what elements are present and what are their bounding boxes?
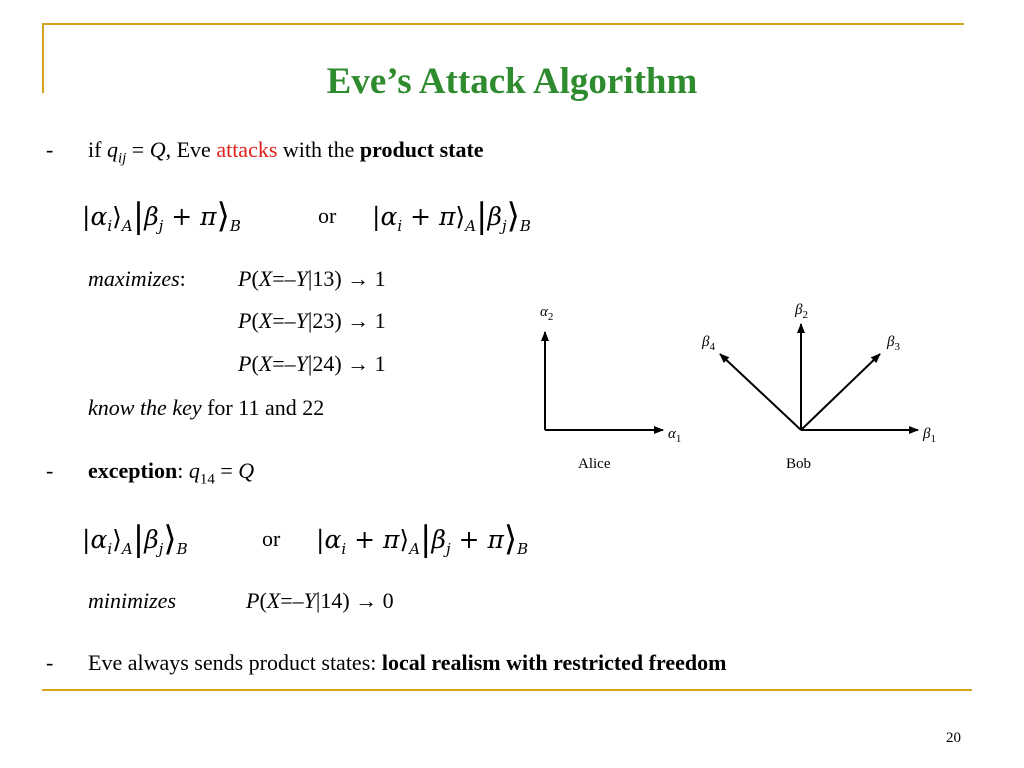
- bullet1-dash: -: [46, 137, 54, 162]
- bullet2-dash: -: [46, 458, 54, 483]
- prob-line-1: P(X=–Y|13) → 1: [238, 266, 386, 291]
- beta3-label: β3: [886, 334, 900, 353]
- beta4-label: β4: [701, 334, 715, 353]
- beta1-label: β1: [922, 426, 936, 445]
- minimizes-label: minimizes: [88, 588, 176, 613]
- state-formula-1a: |αi⟩A|βj + π⟩B: [82, 196, 241, 236]
- bullet2-text: exception: q14 = Q: [88, 458, 255, 488]
- alpha2-label: α2: [540, 304, 553, 323]
- bullet3-text: Eve always sends product states: local r…: [88, 650, 727, 675]
- state-formula-2a: |αi⟩A|βj⟩B: [82, 519, 188, 559]
- state-formula-2b: |αi + π⟩A|βj + π⟩B: [316, 519, 529, 559]
- measurement-bases-diagram: α2 α1 Alice β2 β1 β3 β4 Bob: [540, 302, 936, 472]
- alice-label: Alice: [578, 456, 611, 472]
- bob-beta3-arrow: [800, 353, 881, 431]
- alpha1-label: α1: [668, 426, 681, 445]
- attacks-word: attacks: [216, 137, 278, 162]
- slide-title: Eve’s Attack Algorithm: [326, 61, 698, 102]
- frame-left-line: [42, 23, 44, 93]
- bullet3-dash: -: [46, 650, 54, 675]
- page-number: 20: [946, 730, 961, 746]
- maximizes-label: maximizes:: [88, 266, 186, 291]
- know-key-line: know the key for 11 and 22: [88, 395, 325, 420]
- beta2-label: β2: [794, 302, 808, 321]
- prob-line-3: P(X=–Y|24) → 1: [238, 351, 386, 376]
- frame-top-line: [42, 23, 964, 25]
- or-1: or: [318, 203, 337, 228]
- or-2: or: [262, 526, 281, 551]
- bullet1-text: if qij = Q, Eve attacks with the product…: [88, 137, 484, 167]
- bob-label: Bob: [786, 456, 811, 472]
- bob-beta4-arrow: [719, 353, 802, 431]
- prob-line-2: P(X=–Y|23) → 1: [238, 308, 386, 333]
- state-formula-1b: |αi + π⟩A|βj⟩B: [372, 196, 531, 236]
- frame-bottom-line: [42, 689, 972, 691]
- prob-line-min: P(X=–Y|14) → 0: [246, 588, 394, 613]
